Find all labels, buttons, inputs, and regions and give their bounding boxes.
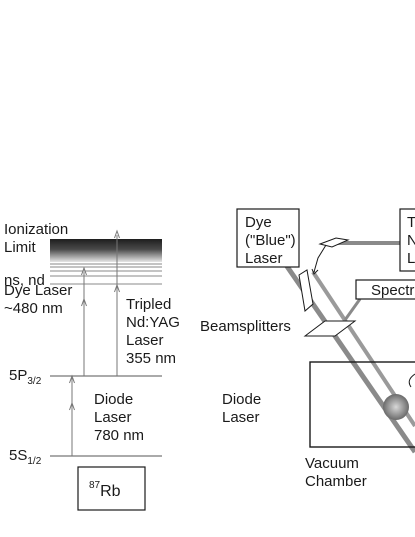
rydberg-levels xyxy=(50,263,162,285)
vertical-beamsplitter xyxy=(298,269,314,312)
dye-blue-laser-box xyxy=(236,208,300,268)
ionization-label-line2: Limit xyxy=(4,239,37,256)
atom-cloud xyxy=(383,394,409,420)
horizontal-beamsplitter xyxy=(303,320,357,337)
diode-laser-apparatus-label: Diode Laser xyxy=(222,391,265,426)
rydberg-label: ns, nd xyxy=(4,272,45,289)
spectrometer-label-partial: Spectr xyxy=(371,282,414,299)
dye-blue-laser-label: Dye ("Blue") Laser xyxy=(245,214,300,267)
beamsplitters-label: Beamsplitters xyxy=(200,318,291,335)
apparatus-schematic: Dye ("Blue") Laser T N L Spectr Beamspli… xyxy=(200,208,415,490)
energy-level-diagram: Ionization Limit ns, nd 5P3/2 5S1/2 xyxy=(4,221,184,511)
ionization-label-line1: Ionization xyxy=(4,221,68,238)
tripled-laser-box xyxy=(399,208,415,272)
fold-mirror-path xyxy=(313,244,327,273)
atom-box xyxy=(77,466,146,511)
spectrometer-box xyxy=(355,279,415,300)
dye-laser-label: Dye Laser ~480 nm xyxy=(4,282,77,317)
spectrometer-beam xyxy=(343,298,362,321)
vacuum-chamber-label: Vacuum Chamber xyxy=(305,455,367,490)
level-5s-label: 5S1/2 xyxy=(9,447,42,467)
yag-transition-arrow xyxy=(114,229,120,376)
dye-transition-arrow xyxy=(81,266,87,376)
vacuum-chamber-box xyxy=(309,361,415,448)
tripled-laser-label-partial: T N L xyxy=(407,214,415,267)
atom-label: 87Rb xyxy=(89,480,121,500)
detector-edge xyxy=(408,373,415,388)
ionization-label: Ionization Limit xyxy=(4,221,72,256)
ionization-limit-band xyxy=(50,239,162,262)
diode-laser-label: Diode Laser 780 nm xyxy=(94,391,144,444)
yag-laser-label: Tripled Nd:YAG Laser 355 nm xyxy=(126,296,184,367)
level-5p-label: 5P3/2 xyxy=(9,367,42,387)
fold-mirror-arrow xyxy=(311,268,319,275)
diode-transition-arrow xyxy=(69,374,75,456)
upper-mirror xyxy=(318,237,350,248)
